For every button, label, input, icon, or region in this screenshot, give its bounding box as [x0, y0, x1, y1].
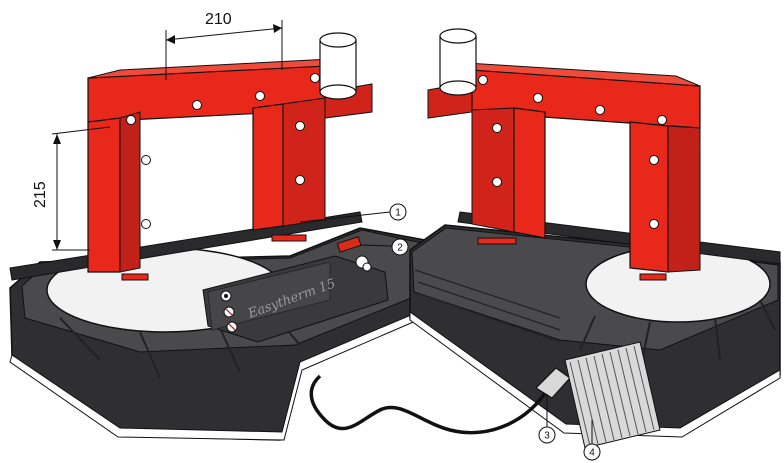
left-heater: Easytherm 15: [9, 32, 426, 441]
right-yoke: [427, 61, 701, 281]
height-dimension: 215: [32, 126, 111, 251]
left-control-panel: Easytherm 15: [202, 236, 389, 343]
temperature-display: [336, 236, 362, 253]
svg-text:4: 4: [589, 448, 595, 459]
height-dimension-label: 215: [32, 181, 49, 208]
left-heater-plate-supports: [59, 309, 301, 379]
callout-3: 3: [538, 394, 556, 444]
probe-cable: [309, 374, 550, 435]
right-heater-plate-supports: [579, 299, 776, 371]
heat-sink: [564, 341, 661, 449]
right-cylinder: [439, 28, 477, 96]
right-heater: [409, 28, 781, 438]
svg-text:2: 2: [397, 243, 403, 254]
svg-text:3: 3: [544, 431, 550, 442]
left-cylinder: [319, 32, 357, 100]
selector-dial: [362, 262, 372, 272]
left-control-panel-inset: [207, 261, 331, 331]
callout-2: 2: [359, 238, 409, 256]
callout-1: 1: [299, 203, 407, 223]
width-dimension-label: 210: [205, 11, 232, 28]
width-dimension: 210: [165, 11, 283, 80]
right-heater-grooves: [414, 269, 561, 343]
svg-text:1: 1: [395, 208, 401, 219]
callout-4: 4: [583, 420, 601, 461]
